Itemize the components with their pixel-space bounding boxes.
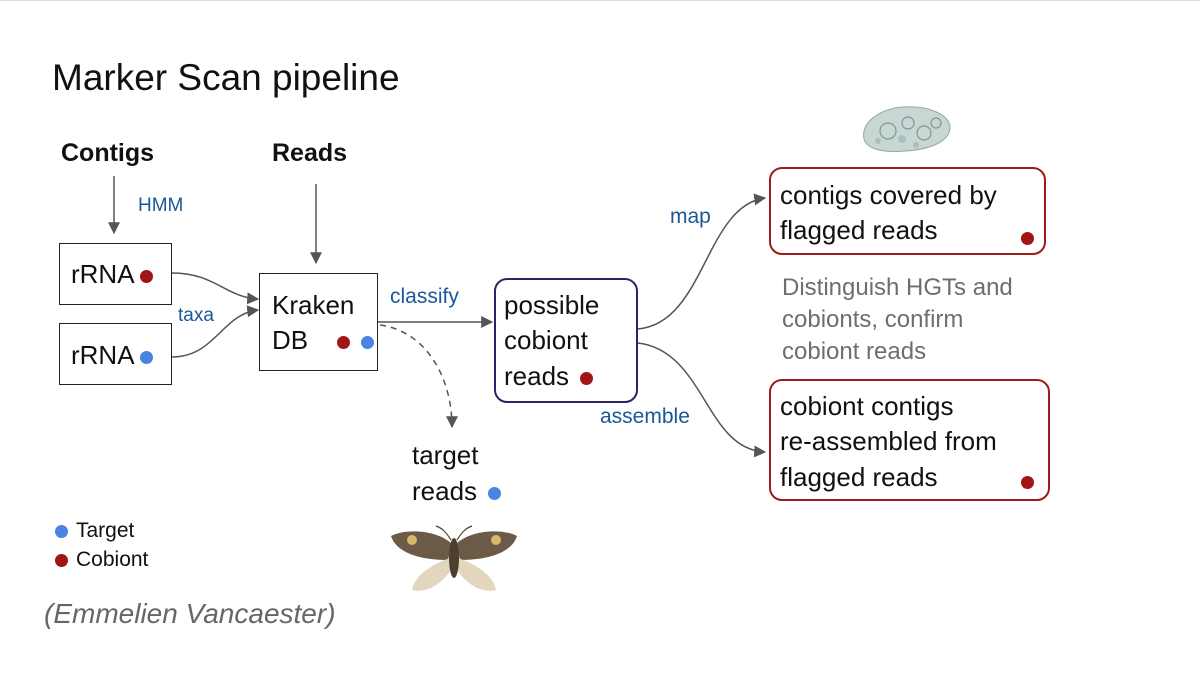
contigs-label: Contigs [61,139,155,167]
assemble-label: assemble [600,405,690,428]
cobiont-dot [1021,232,1034,245]
contigs-covered-box: contigs covered by flagged reads [769,167,1046,255]
note-line-1: Distinguish HGTs and [782,274,1013,301]
legend-target-label: Target [76,519,135,542]
cobiont-dot [580,371,594,385]
map-label: map [670,205,711,228]
legend-cobiont-label: Cobiont [76,548,149,571]
kraken-line-2: DB [272,325,309,355]
covered-line-2: flagged reads [780,215,938,245]
reassembled-line-2: re-assembled from [780,426,997,456]
arrow-rrna-target-to-kraken [171,305,260,358]
possible-line-1: possible [504,290,600,320]
reassembled-line-1: cobiont contigs [780,391,954,421]
target-dot [55,524,68,538]
reads-label: Reads [272,139,348,167]
arrow-kraken-to-target [379,324,458,429]
taxa-label: taxa [178,305,214,326]
classify-label: classify [390,285,459,308]
arrow-possible-to-covered [637,193,767,330]
hmm-label: HMM [138,195,184,216]
cobiont-dot [336,335,350,349]
covered-line-1: contigs covered by [780,180,997,210]
rrna-cobiont-box: rRNA [59,243,172,305]
cobiont-contigs-box: cobiont contigs re-assembled from flagge… [769,379,1050,501]
rrna-target-box: rRNA [59,323,172,385]
legend-cobiont: Cobiont [55,548,148,572]
reassembled-line-3: flagged reads [780,462,938,492]
arrow-possible-to-reassembled [637,342,767,458]
target-dot [140,350,154,364]
possible-cobiont-reads-box: possible cobiont reads [494,278,638,403]
note-line-3: cobiont reads [782,338,927,365]
target-dot [488,486,502,500]
cobiont-dot [140,269,154,283]
note-line-2: cobionts, confirm [782,306,964,333]
kraken-db-box: Kraken DB [259,273,378,371]
arrow-rrna-cobiont-to-kraken [171,272,260,305]
legend-target: Target [55,519,134,543]
rrna-target-label: rRNA [71,340,134,370]
cobiont-organism-icon [863,106,951,152]
slide-title: Marker Scan pipeline [52,57,400,98]
target-reads-line-2: reads [412,476,478,506]
cobiont-dot [55,553,68,567]
possible-line-2: cobiont [504,325,588,355]
credit: (Emmelien Vancaester) [44,598,336,629]
cobiont-dot [1021,476,1034,489]
rrna-cobiont-label: rRNA [71,259,134,289]
moth-icon [391,525,517,591]
target-dot [360,335,374,349]
kraken-line-1: Kraken [272,290,355,320]
target-reads-line-1: target [412,440,479,470]
possible-line-3: reads [504,361,570,391]
